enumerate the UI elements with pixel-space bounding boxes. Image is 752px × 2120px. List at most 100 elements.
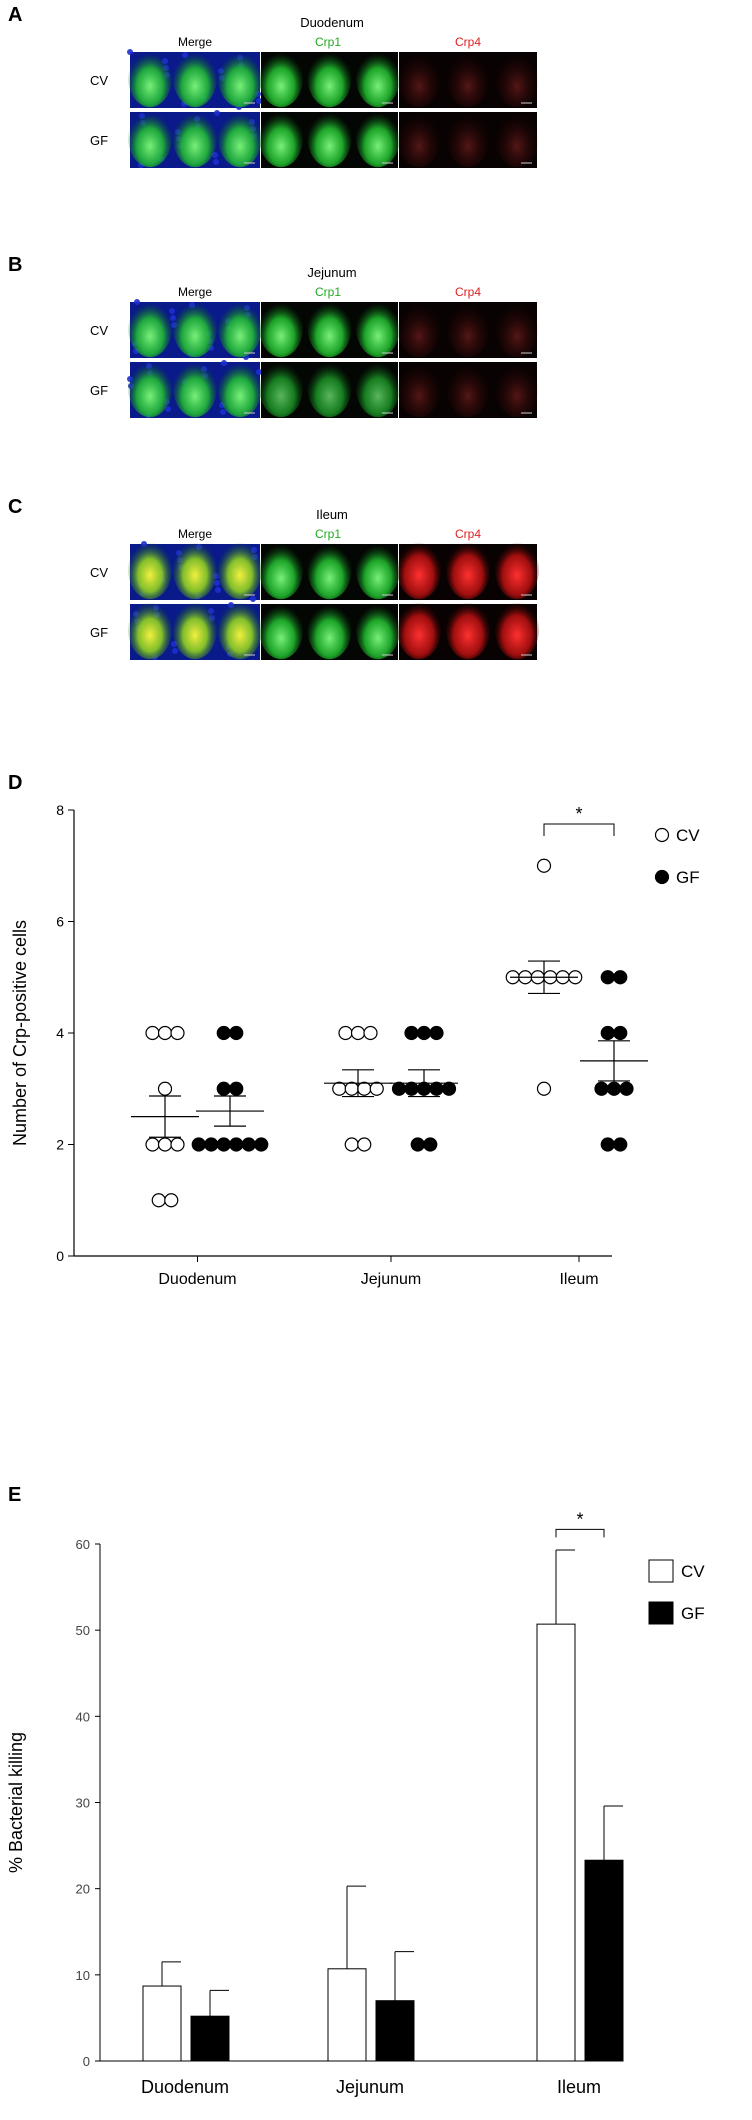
micrograph-image <box>397 107 539 168</box>
micrograph-image <box>128 539 262 602</box>
data-point-cv <box>344 1137 359 1152</box>
micrograph-title-duodenum: Duodenum <box>300 15 364 30</box>
row-label-gf: GF <box>90 133 108 148</box>
data-point-cv <box>170 1137 185 1152</box>
data-point-gf <box>229 1025 244 1041</box>
y-tick-label: 40 <box>76 1709 90 1724</box>
panel-label-b: B <box>8 254 23 276</box>
y-tick-label: 4 <box>56 1025 64 1041</box>
data-point-gf <box>613 970 628 985</box>
micrograph-image <box>128 107 262 168</box>
bar-gf <box>375 2000 415 2062</box>
micrograph-image <box>259 107 400 168</box>
micrograph-image <box>128 297 262 360</box>
bar-cv <box>327 1968 367 2062</box>
micrograph-image <box>259 539 400 600</box>
data-point-cv <box>536 1081 552 1096</box>
panel-label-e: E <box>8 1484 22 1506</box>
column-label-merge: Merge <box>178 285 212 299</box>
legend-label-gf: GF <box>681 1604 705 1623</box>
legend-marker-gf <box>654 869 670 885</box>
data-point-gf <box>204 1137 219 1152</box>
micrograph-image <box>127 357 262 418</box>
data-point-cv <box>164 1193 179 1208</box>
legend-marker-cv <box>654 827 670 843</box>
data-point-cv <box>157 1137 173 1152</box>
x-tick-label: Jejunum <box>336 2077 404 2097</box>
data-point-gf <box>191 1137 206 1152</box>
y-tick-label: 20 <box>76 1882 90 1897</box>
significance-bracket <box>543 823 615 836</box>
y-tick-label: 6 <box>56 914 64 930</box>
legend-label-gf: GF <box>676 868 700 887</box>
data-point-gf <box>404 1081 419 1096</box>
legend-swatch-gf <box>648 1601 674 1625</box>
data-point-gf <box>404 1025 419 1041</box>
data-point-cv <box>344 1081 359 1096</box>
y-tick-label: 60 <box>76 1537 90 1552</box>
micrograph-image <box>259 599 400 660</box>
column-label-crp4: Crp4 <box>455 527 481 541</box>
y-tick-label: 0 <box>56 1248 64 1264</box>
micrograph-image <box>259 297 400 358</box>
data-point-gf <box>216 1081 231 1096</box>
micrograph-image <box>397 357 539 418</box>
data-point-gf <box>600 1025 615 1041</box>
x-tick-label: Duodenum <box>141 2077 229 2097</box>
micrograph-title-ileum: Ileum <box>316 507 348 522</box>
y-tick-label: 50 <box>76 1623 90 1638</box>
column-label-merge: Merge <box>178 527 212 541</box>
data-point-cv <box>357 1137 372 1152</box>
legend-swatch-cv <box>648 1559 674 1583</box>
data-point-gf <box>416 1025 432 1041</box>
bar-cv <box>142 1985 182 2062</box>
bar-cv <box>536 1623 576 2062</box>
data-point-gf <box>216 1025 231 1041</box>
data-point-cv <box>145 1025 160 1041</box>
data-point-gf <box>613 1025 628 1041</box>
data-point-cv <box>170 1025 185 1041</box>
x-tick-label: Duodenum <box>158 1271 236 1288</box>
bar-gf <box>190 2015 230 2062</box>
column-label-crp4: Crp4 <box>455 35 481 49</box>
data-point-cv <box>151 1193 166 1208</box>
data-point-gf <box>410 1137 425 1152</box>
significance-star: * <box>575 804 582 824</box>
significance-bracket <box>555 1528 605 1538</box>
column-label-crp4: Crp4 <box>455 285 481 299</box>
data-point-gf <box>429 1081 444 1096</box>
data-point-cv <box>157 1025 173 1041</box>
data-point-gf <box>600 970 615 985</box>
micrograph-image <box>127 47 262 110</box>
row-label-cv: CV <box>90 73 108 88</box>
data-point-cv <box>332 1081 347 1096</box>
bar-gf <box>584 1859 624 2062</box>
data-point-gf <box>429 1025 444 1041</box>
y-tick-label: 30 <box>76 1796 90 1811</box>
legend-label-cv: CV <box>681 1562 705 1581</box>
y-axis-label: % Bacterial killing <box>6 1732 26 1873</box>
data-point-cv <box>363 1025 378 1041</box>
data-point-gf <box>229 1081 244 1096</box>
data-point-cv <box>536 858 552 873</box>
data-point-cv <box>350 1025 366 1041</box>
row-label-cv: CV <box>90 565 108 580</box>
row-label-gf: GF <box>90 383 108 398</box>
column-label-crp1: Crp1 <box>315 285 341 299</box>
panel-label-c: C <box>8 496 23 518</box>
panel-label-a: A <box>8 4 23 26</box>
row-label-cv: CV <box>90 323 108 338</box>
micrograph-image <box>397 599 539 660</box>
data-point-cv <box>145 1137 160 1152</box>
data-point-gf <box>619 1081 634 1096</box>
y-axis-label: Number of Crp-positive cells <box>10 920 30 1146</box>
data-point-gf <box>229 1137 244 1152</box>
column-label-merge: Merge <box>178 35 212 49</box>
legend-label-cv: CV <box>676 826 700 845</box>
data-point-gf <box>216 1137 231 1152</box>
column-label-crp1: Crp1 <box>315 35 341 49</box>
panel-label-d: D <box>8 772 23 794</box>
data-point-cv <box>357 1081 372 1096</box>
